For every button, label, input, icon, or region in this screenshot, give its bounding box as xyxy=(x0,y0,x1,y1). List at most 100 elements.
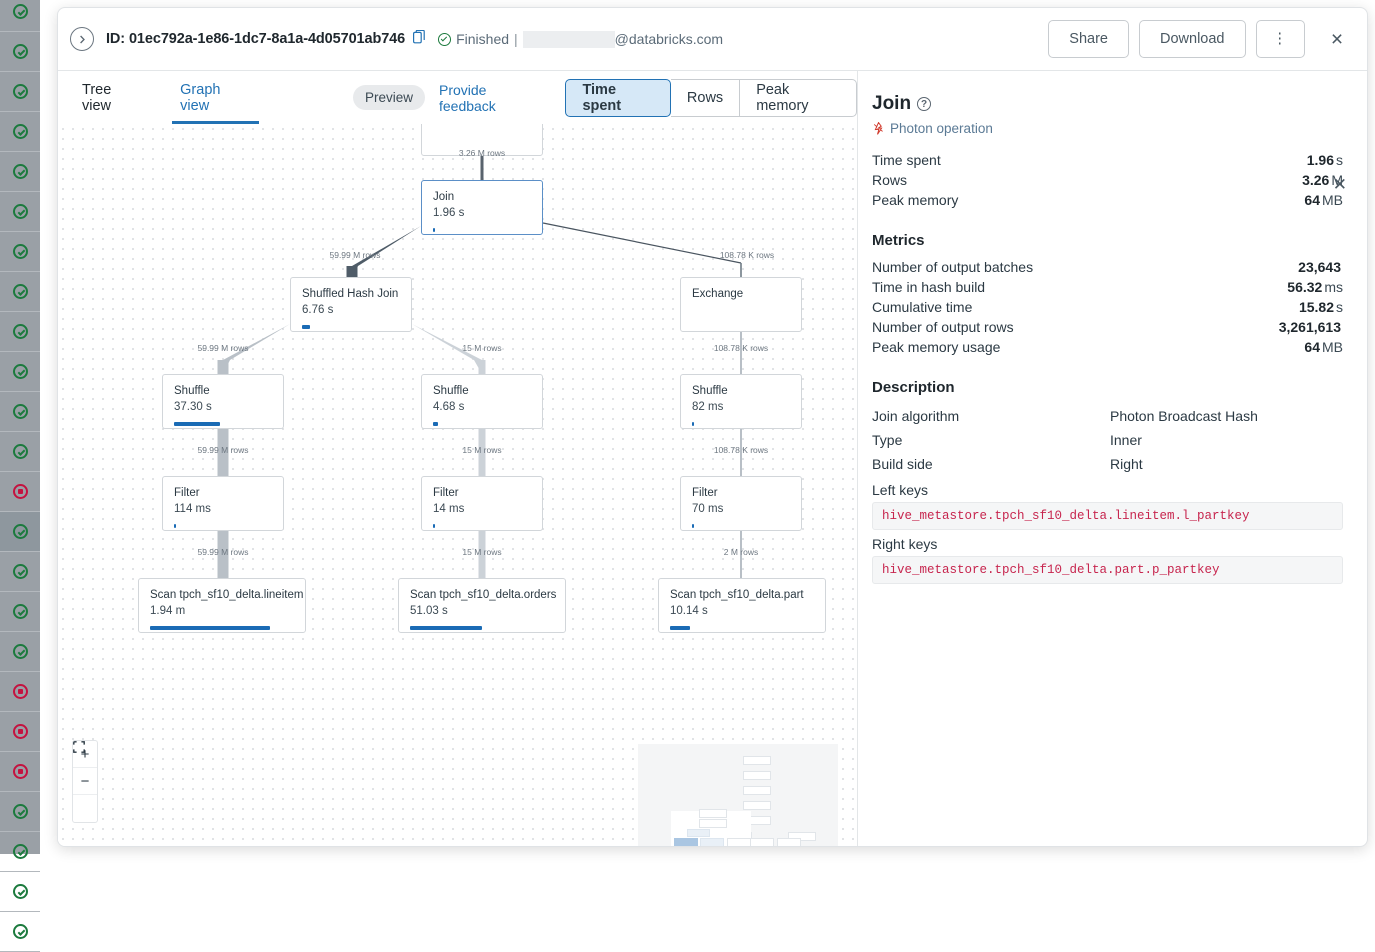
background-list-item[interactable] xyxy=(0,792,40,832)
fit-view-button[interactable] xyxy=(73,741,97,822)
graph-node-bar xyxy=(670,626,690,630)
check-circle-icon xyxy=(12,644,28,659)
copy-icon[interactable] xyxy=(413,29,426,49)
background-list-item[interactable] xyxy=(0,392,40,432)
description-value: Photon Broadcast Hash xyxy=(1110,408,1258,424)
background-list-item[interactable] xyxy=(0,232,40,272)
metric-row: Number of output rows 3,261,613 xyxy=(872,317,1343,337)
download-button[interactable]: Download xyxy=(1139,20,1246,58)
check-circle-icon xyxy=(12,404,28,419)
redacted-username xyxy=(522,30,615,48)
graph-node-duration: 1.94 m xyxy=(150,605,186,617)
graph-node-bar xyxy=(692,524,694,528)
background-list-item[interactable] xyxy=(0,272,40,312)
tab-graph-view[interactable]: Graph view xyxy=(172,71,259,124)
tab-tree-view[interactable]: Tree view xyxy=(82,81,112,114)
background-list-item[interactable] xyxy=(0,512,40,552)
graph-node-bar xyxy=(150,626,270,630)
modal-header: ID: 01ec792a-1e86-1dc7-8a1a-4d05701ab746… xyxy=(58,8,1367,71)
background-list-item[interactable] xyxy=(0,152,40,192)
check-circle-icon xyxy=(12,844,28,859)
right-keys-value: hive_metastore.tpch_sf10_delta.part.p_pa… xyxy=(872,556,1343,584)
zoom-controls: + − xyxy=(72,740,98,823)
chevron-right-circle-icon[interactable] xyxy=(70,27,94,51)
description-row: Build side Right xyxy=(872,452,1343,476)
background-list-item[interactable] xyxy=(0,912,40,952)
graph-node-title: Join xyxy=(433,191,455,203)
more-options-button[interactable]: ⋮ xyxy=(1255,20,1305,58)
graph-node[interactable]: Filter 14 ms xyxy=(421,476,543,531)
graph-edge-label: 3.26 M rows xyxy=(458,148,506,158)
check-circle-icon xyxy=(12,364,28,379)
background-list-item[interactable] xyxy=(0,112,40,152)
graph-node-bar xyxy=(433,228,435,232)
graph-node-bar xyxy=(302,325,310,329)
background-list-item[interactable] xyxy=(0,712,40,752)
graph-node-title: Filter xyxy=(692,487,718,499)
zoom-out-button[interactable]: − xyxy=(73,768,97,795)
background-status-strip xyxy=(0,0,40,952)
check-circle-icon xyxy=(12,804,28,819)
background-list-item[interactable] xyxy=(0,192,40,232)
close-modal-button[interactable]: × xyxy=(1330,27,1344,51)
background-list-item[interactable] xyxy=(0,72,40,112)
query-profile-modal: ID: 01ec792a-1e86-1dc7-8a1a-4d05701ab746… xyxy=(57,7,1368,847)
zoom-in-button[interactable]: + xyxy=(73,741,97,768)
metrics-heading: Metrics xyxy=(872,232,925,249)
description-list: Join algorithm Photon Broadcast Hash Typ… xyxy=(872,404,1343,476)
close-details-icon[interactable]: ✕ xyxy=(1332,175,1347,194)
tab-time-spent[interactable]: Time spent xyxy=(565,78,671,117)
graph-node[interactable]: Join 1.96 s xyxy=(421,180,543,235)
background-list-item[interactable] xyxy=(0,552,40,592)
background-list-item[interactable] xyxy=(0,312,40,352)
graph-node-duration: 70 ms xyxy=(692,503,724,515)
details-title-row: Join ? xyxy=(872,93,1343,115)
share-button[interactable]: Share xyxy=(1048,20,1129,58)
graph-node-duration: 10.14 s xyxy=(670,605,708,617)
right-keys-label: Right keys xyxy=(872,536,938,552)
background-list-item[interactable] xyxy=(0,752,40,792)
left-keys-value: hive_metastore.tpch_sf10_delta.lineitem.… xyxy=(872,502,1343,530)
graph-node[interactable]: Filter 70 ms xyxy=(680,476,802,531)
graph-node[interactable] xyxy=(421,124,543,156)
query-id: ID: 01ec792a-1e86-1dc7-8a1a-4d05701ab746 xyxy=(106,31,406,47)
tab-rows[interactable]: Rows xyxy=(670,78,741,117)
background-list-item[interactable] xyxy=(0,352,40,392)
graph-node-duration: 1.96 s xyxy=(433,207,465,219)
background-list-item[interactable] xyxy=(0,672,40,712)
background-list-item[interactable] xyxy=(0,592,40,632)
check-circle-icon xyxy=(12,524,28,539)
graph-edges xyxy=(217,156,742,578)
background-list-item[interactable] xyxy=(0,32,40,72)
metric-key: Peak memory usage xyxy=(872,339,1001,355)
graph-node[interactable]: Exchange xyxy=(680,277,802,332)
background-list-item[interactable] xyxy=(0,0,40,32)
query-status: Finished | @databricks.com xyxy=(438,30,723,48)
check-circle-icon xyxy=(12,924,28,939)
graph-edge-label: 15 M rows xyxy=(462,547,502,557)
background-list-item[interactable] xyxy=(0,472,40,512)
background-list-item[interactable] xyxy=(0,432,40,472)
background-list-item[interactable] xyxy=(0,872,40,912)
background-list-item[interactable] xyxy=(0,632,40,672)
graph-minimap[interactable] xyxy=(638,744,838,846)
graph-node-duration: 14 ms xyxy=(433,503,465,515)
help-circle-icon[interactable]: ? xyxy=(917,97,932,111)
graph-node-title: Filter xyxy=(433,487,459,499)
tab-peak-memory[interactable]: Peak memory xyxy=(740,78,857,117)
background-list-item[interactable] xyxy=(0,832,40,872)
provide-feedback-link[interactable]: Provide feedback xyxy=(438,81,496,114)
graph-node-title: Filter xyxy=(174,487,200,499)
